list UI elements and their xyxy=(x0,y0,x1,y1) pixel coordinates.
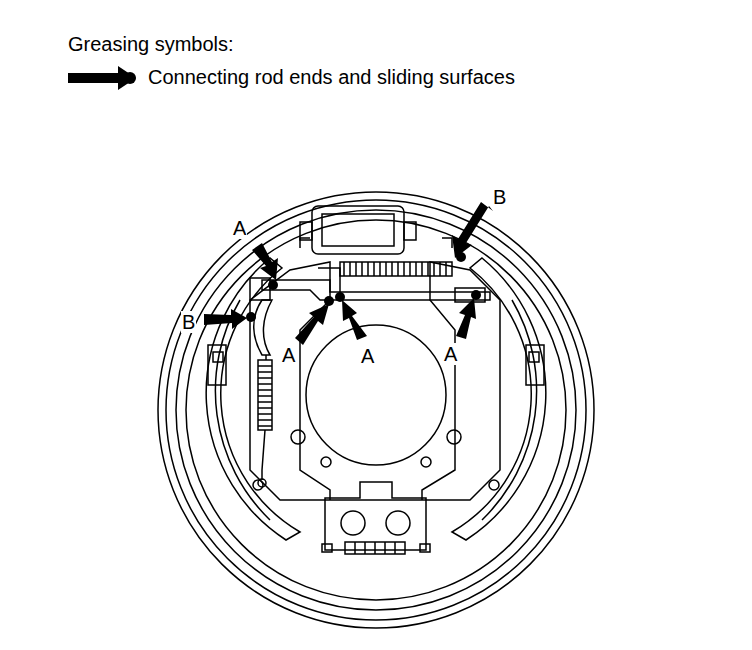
callout-letter: B xyxy=(181,311,196,333)
callout-letter: A xyxy=(281,344,296,366)
anchor-block xyxy=(322,482,430,554)
strut xyxy=(250,268,490,302)
return-spring xyxy=(340,262,452,276)
brake-shoes xyxy=(206,238,546,540)
backing-plate xyxy=(250,262,500,500)
callout-letter: B xyxy=(492,186,507,208)
callout-letter: A xyxy=(232,217,247,239)
drum xyxy=(158,192,594,628)
callout-letter: A xyxy=(443,343,458,365)
legend-heading: Greasing symbols: xyxy=(68,33,234,55)
legend-symbol xyxy=(68,66,136,90)
wheel-cylinder xyxy=(300,206,416,254)
parking-lever xyxy=(254,300,272,487)
callout-letter: A xyxy=(360,345,375,367)
grease-arrows xyxy=(204,202,493,345)
legend-text: Connecting rod ends and sliding surfaces xyxy=(148,66,515,88)
